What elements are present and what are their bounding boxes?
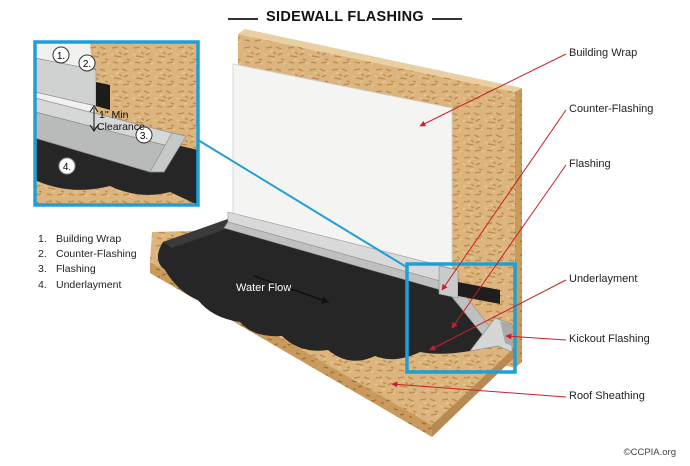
callout-kickout-flashing: Kickout Flashing [569, 333, 650, 345]
legend-num: 2. [38, 248, 47, 261]
legend-num: 4. [38, 278, 47, 291]
kickout-flashing [469, 317, 513, 353]
callout-underlayment: Underlayment [569, 273, 638, 285]
underlayment [157, 219, 501, 361]
callout-building-wrap: Building Wrap [569, 47, 638, 59]
copyright-notice: ©CCPIA.org [623, 447, 676, 458]
legend-item: 1. Building Wrap [38, 232, 137, 247]
inset-border [33, 40, 200, 207]
arrow-underlayment [429, 279, 567, 351]
svg-text:4.: 4. [63, 162, 71, 173]
title-rule-left [228, 18, 258, 20]
legend: 1. Building Wrap 2. Counter-Flashing 3. … [38, 232, 137, 293]
inset-marker-3: 3. [135, 126, 153, 144]
diagram-title: SIDEWALL FLASHING [266, 9, 424, 25]
legend-num: 3. [38, 263, 47, 276]
legend-item: 2. Counter-Flashing [38, 247, 137, 262]
callout-roof-sheathing: Roof Sheathing [569, 390, 645, 402]
inset-marker-2: 2. [78, 54, 96, 72]
callout-arrows [391, 53, 567, 398]
legend-text: Counter-Flashing [56, 248, 137, 261]
svg-text:2.: 2. [83, 59, 91, 70]
callout-flashing: Flashing [569, 158, 611, 170]
arrow-kickout-flashing [505, 333, 567, 341]
legend-text: Underlayment [56, 278, 122, 291]
arrow-roof-sheathing [391, 381, 567, 398]
clearance-label-line1: 1" Min [99, 109, 129, 121]
legend-text: Flashing [56, 263, 96, 276]
arrow-flashing [451, 164, 567, 329]
legend-item: 3. Flashing [38, 262, 137, 277]
title-rule-right [432, 18, 462, 20]
callout-counter-flashing: Counter-Flashing [569, 103, 654, 115]
detail-connector [197, 139, 409, 269]
clearance-label-line2: Clearance [97, 121, 145, 133]
inset-marker-4: 4. [58, 157, 76, 175]
legend-text: Building Wrap [56, 233, 122, 245]
inset-marker-1: 1. [52, 46, 70, 64]
arrow-building-wrap [419, 53, 567, 127]
legend-num: 1. [38, 233, 47, 245]
svg-text:3.: 3. [140, 131, 148, 142]
arrow-counter-flashing [441, 109, 567, 291]
water-flow-label: Water Flow [236, 282, 291, 294]
water-flow-arrow [253, 275, 330, 304]
legend-item: 4. Underlayment [38, 278, 137, 293]
detail-frame [405, 262, 517, 374]
svg-text:1.: 1. [57, 51, 65, 62]
